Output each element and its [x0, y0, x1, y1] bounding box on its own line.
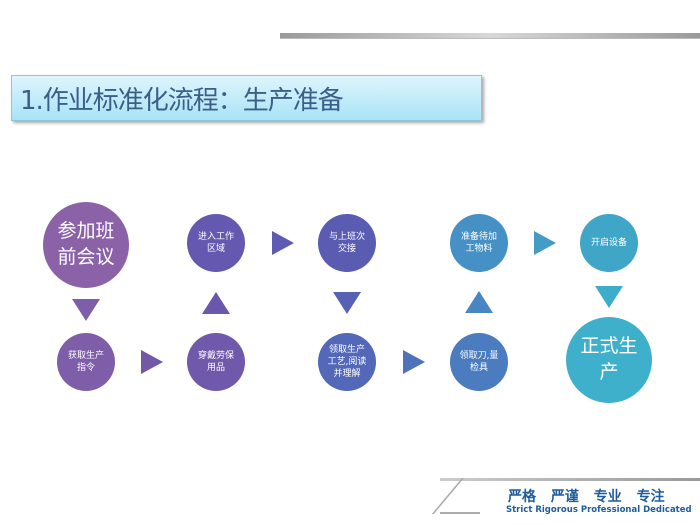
arrow-down-icon: [333, 292, 361, 314]
step-label: 进入工作区域: [197, 231, 234, 254]
slogan-chinese: 严格 严谨 专业 专注: [508, 489, 665, 505]
step-label: 领取刀,量检具: [459, 350, 499, 373]
step-label: 正式生产: [580, 335, 638, 383]
step-pre-shift-meeting: 参加班前会议: [43, 202, 129, 288]
slogan-english: Strict Rigorous Professional Dedicated: [506, 505, 692, 515]
arrow-right-icon: [403, 350, 425, 374]
header-divider: [280, 33, 700, 39]
step-wear-ppe: 穿戴劳保用品: [187, 333, 245, 391]
arrow-down-icon: [72, 299, 100, 321]
step-label: 开启设备: [590, 237, 627, 248]
step-prepare-materials: 准备待加工物料: [450, 214, 508, 272]
step-get-tools-gauges: 领取刀,量检具: [450, 333, 508, 391]
step-label: 领取生产工艺,阅读并理解: [327, 344, 367, 380]
step-shift-handover: 与上班次交接: [318, 214, 376, 272]
step-label: 获取生产指令: [67, 350, 104, 373]
arrow-up-icon: [202, 292, 230, 314]
footer-divider-bottom: [440, 512, 480, 514]
title-banner: 1.作业标准化流程：生产准备: [11, 75, 482, 121]
step-start-equipment: 开启设备: [580, 214, 638, 272]
arrow-up-icon: [465, 291, 493, 313]
step-read-process: 领取生产工艺,阅读并理解: [318, 333, 376, 391]
footer-divider: [440, 478, 700, 481]
step-label: 穿戴劳保用品: [197, 350, 234, 373]
arrow-down-icon: [595, 286, 623, 308]
page-title: 1.作业标准化流程：生产准备: [20, 86, 344, 116]
step-label: 准备待加工物料: [460, 231, 497, 254]
footer-divider-slant: [431, 478, 464, 514]
step-formal-production: 正式生产: [566, 317, 652, 403]
step-enter-work-area: 进入工作区域: [187, 214, 245, 272]
arrow-right-icon: [534, 231, 556, 255]
arrow-right-icon: [141, 350, 163, 374]
arrow-right-icon: [272, 231, 294, 255]
step-label: 参加班前会议: [57, 220, 115, 268]
step-get-production-order: 获取生产指令: [57, 333, 115, 391]
step-label: 与上班次交接: [328, 231, 365, 254]
